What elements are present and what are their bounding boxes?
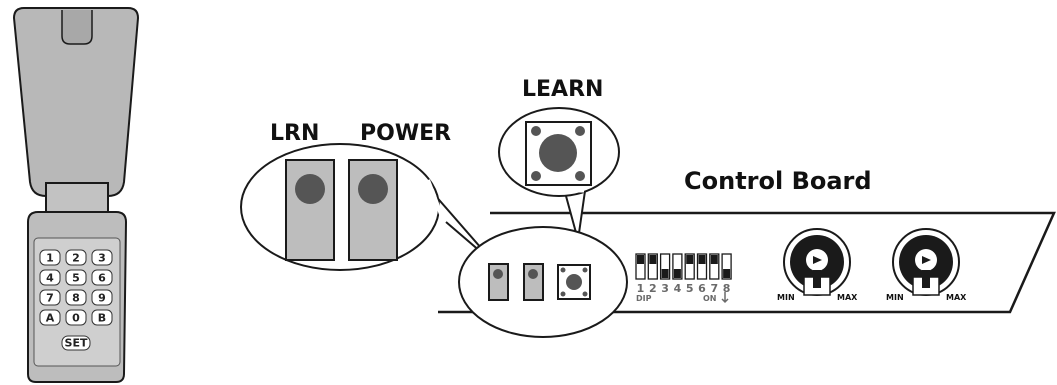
dip-on-label: ON: [703, 294, 717, 303]
keypad-key: [39, 249, 61, 266]
keypad-key: [39, 289, 61, 306]
learn-button-corner: [531, 126, 541, 136]
dip-switch-slot: [721, 253, 732, 280]
potentiometer-max-label: MAX: [837, 293, 858, 302]
dip-switch-slot: [696, 253, 708, 280]
keypad-key-label: 2: [72, 252, 80, 265]
keypad-key: [65, 309, 87, 326]
keypad-key-label: 0: [72, 312, 80, 325]
potentiometer-arrow-icon: [813, 256, 822, 264]
dip-switch-toggle: [661, 269, 669, 278]
potentiometer-min-label: MIN: [886, 293, 904, 302]
dip-switch-toggle: [710, 255, 718, 264]
dip-switch-slot: [672, 253, 683, 280]
keypad-set-key: [61, 335, 91, 351]
lrn-button-dot: [295, 174, 325, 204]
learn-button-small-corner: [560, 291, 566, 297]
dip-switch-slot: [647, 253, 658, 280]
dip-switch-slot: [684, 253, 695, 280]
dip-switch-number: 8: [723, 282, 731, 295]
potentiometers: MIN MAX MIN MAX: [777, 228, 967, 302]
keypad-cover-notch: [61, 10, 93, 45]
learn-button-corner: [575, 171, 585, 181]
dip-switch-number: 5: [686, 282, 694, 295]
learn-button-corner: [531, 171, 541, 181]
callout-bubble: [240, 143, 440, 271]
learn-button-corner: [575, 126, 585, 136]
lrn-button-small-dot: [493, 269, 503, 279]
potentiometer: MIN MAX: [886, 228, 967, 302]
keypad-cover: [12, 7, 140, 197]
dip-switch-toggle: [673, 269, 681, 278]
dip-switch-toggle: [649, 255, 657, 264]
keypad-key: [39, 309, 61, 326]
potentiometer-arrow-icon: [922, 256, 931, 264]
learn-button-small-corner: [582, 291, 588, 297]
dip-switch-slot: [709, 253, 720, 280]
keypad-key-label: B: [98, 312, 106, 325]
keypad-key-label: 9: [98, 292, 106, 305]
keypad-keys: 1 2 3 4 5 6 7 8 9A 0 B SET: [39, 249, 113, 351]
potentiometer: MIN MAX: [777, 228, 858, 302]
keypad-key: [91, 309, 113, 326]
keypad-key-label: 8: [72, 292, 80, 305]
dip-switch-slot: [635, 253, 646, 280]
power-button-small-dot: [528, 269, 538, 279]
dip-on-arrow-icon: [721, 292, 729, 304]
learn-button-small-corner: [560, 267, 566, 273]
wireless-keypad: 1 2 3 4 5 6 7 8 9A 0 B SET: [12, 7, 140, 383]
dip-switch-toggle: [637, 255, 644, 264]
dip-switch-toggle: [723, 269, 731, 278]
keypad-key-label: 7: [46, 292, 54, 305]
dip-switch-number: 6: [698, 282, 706, 295]
potentiometer-min-label: MIN: [777, 293, 795, 302]
dip-label: DIP: [636, 294, 652, 303]
keypad-key: [65, 249, 87, 266]
dip-switch-number: 3: [661, 282, 669, 295]
dip-switch-toggle: [686, 255, 694, 264]
potentiometer-max-label: MAX: [946, 293, 967, 302]
keypad-key: [91, 269, 113, 286]
control-board-label: Control Board: [684, 167, 872, 195]
dip-switch-number: 1: [637, 282, 645, 295]
keypad-key-label: A: [46, 312, 55, 325]
lrn-power-callout: LRN POWER: [240, 121, 496, 271]
dip-switch-number: 7: [710, 282, 718, 295]
keypad-key: [91, 289, 113, 306]
learn-button-center: [539, 134, 577, 172]
keypad-key-label: 6: [98, 272, 106, 285]
keypad-key-label: 3: [98, 252, 106, 265]
keypad-key: [91, 249, 113, 266]
keypad-key-label: 5: [72, 272, 80, 285]
keypad-key: [65, 289, 87, 306]
power-label: POWER: [360, 121, 451, 146]
dip-switch-slot: [659, 253, 671, 280]
learn-button-small-corner: [582, 267, 588, 273]
power-button-dot: [358, 174, 388, 204]
learn-label: LEARN: [522, 77, 603, 102]
dip-switch-toggle: [698, 255, 706, 264]
lrn-label: LRN: [270, 121, 319, 146]
keypad-key-label: 4: [46, 272, 54, 285]
keypad-key-label: 1: [46, 252, 54, 265]
dip-switch-number: 4: [674, 282, 682, 295]
dip-switch-bank: [635, 253, 732, 280]
button-area-magnifier: [458, 226, 628, 338]
keypad-set-label: SET: [65, 337, 88, 350]
potentiometer-wiper: [813, 270, 821, 288]
keypad-key: [65, 269, 87, 286]
learn-button-small-center: [566, 274, 582, 290]
potentiometer-wiper: [922, 270, 930, 288]
dip-switch-number: 2: [649, 282, 657, 295]
keypad-key: [39, 269, 61, 286]
